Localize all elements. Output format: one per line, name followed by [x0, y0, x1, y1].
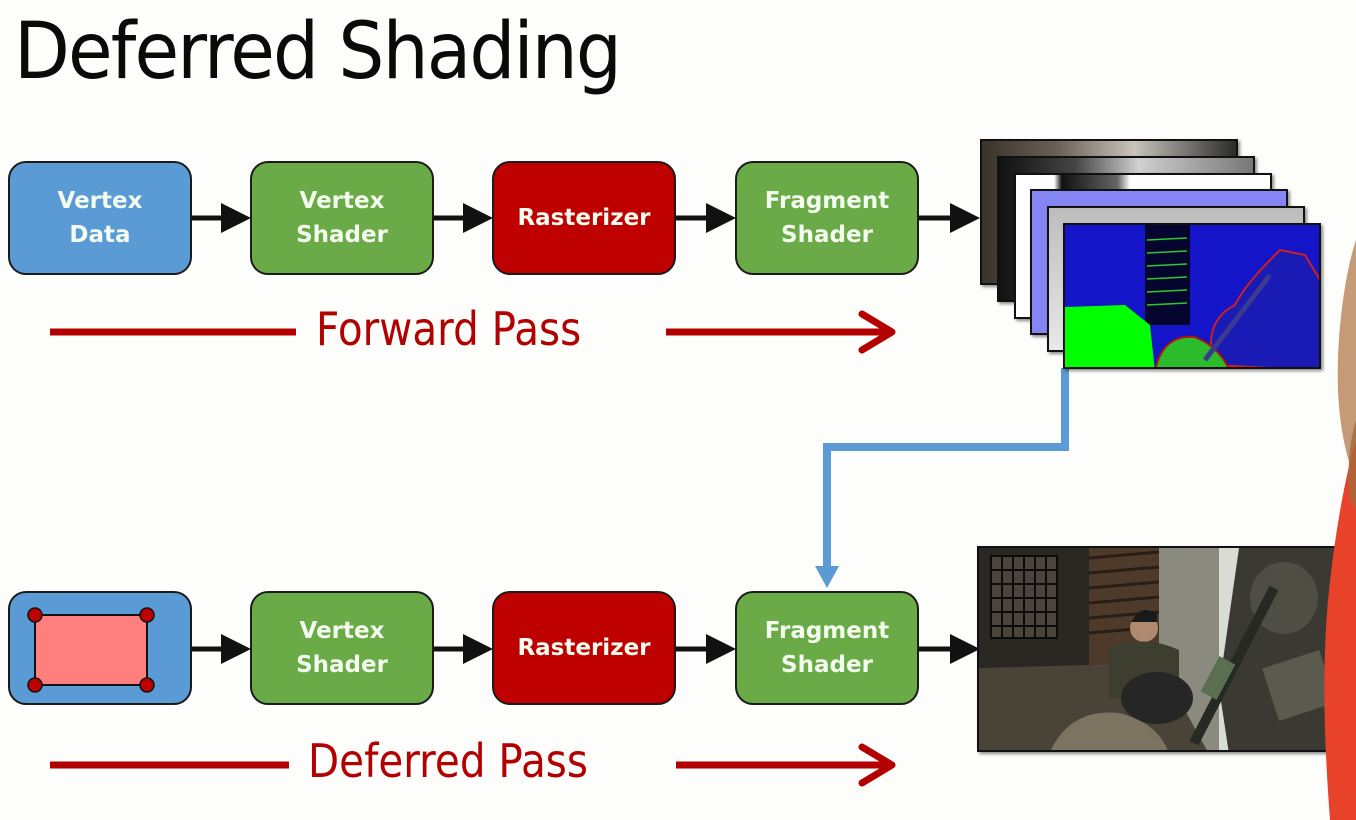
gbuffer-to-fragment-connector	[823, 368, 1069, 568]
deferred-fragment-shader-node: Fragment Shader	[735, 591, 919, 705]
final-shaded-image	[977, 546, 1339, 752]
final-scene-image	[979, 548, 1337, 750]
screen-quad-node	[8, 591, 192, 705]
presenter-partial	[1324, 240, 1356, 820]
screen-quad-icon	[27, 607, 155, 693]
deferred-rasterizer-node: Rasterizer	[492, 591, 676, 705]
normals-image	[1065, 225, 1319, 367]
forward-pass-label: Forward Pass	[316, 302, 582, 356]
rasterizer-node: Rasterizer	[492, 161, 676, 275]
deferred-vertex-shader-node: Vertex Shader	[250, 591, 434, 705]
gbuffer-connector-arrowhead	[815, 566, 839, 588]
fragment-shader-node: Fragment Shader	[735, 161, 919, 275]
deferred-pass-label: Deferred Pass	[308, 734, 588, 788]
deferred-pass-arrowhead	[858, 743, 896, 787]
vertex-data-node: Vertex Data	[8, 161, 192, 275]
gbuffer-frame-normals	[1063, 223, 1321, 369]
forward-pass-arrowhead	[858, 310, 896, 354]
slide-title: Deferred Shading	[14, 7, 622, 97]
vertex-shader-node: Vertex Shader	[250, 161, 434, 275]
